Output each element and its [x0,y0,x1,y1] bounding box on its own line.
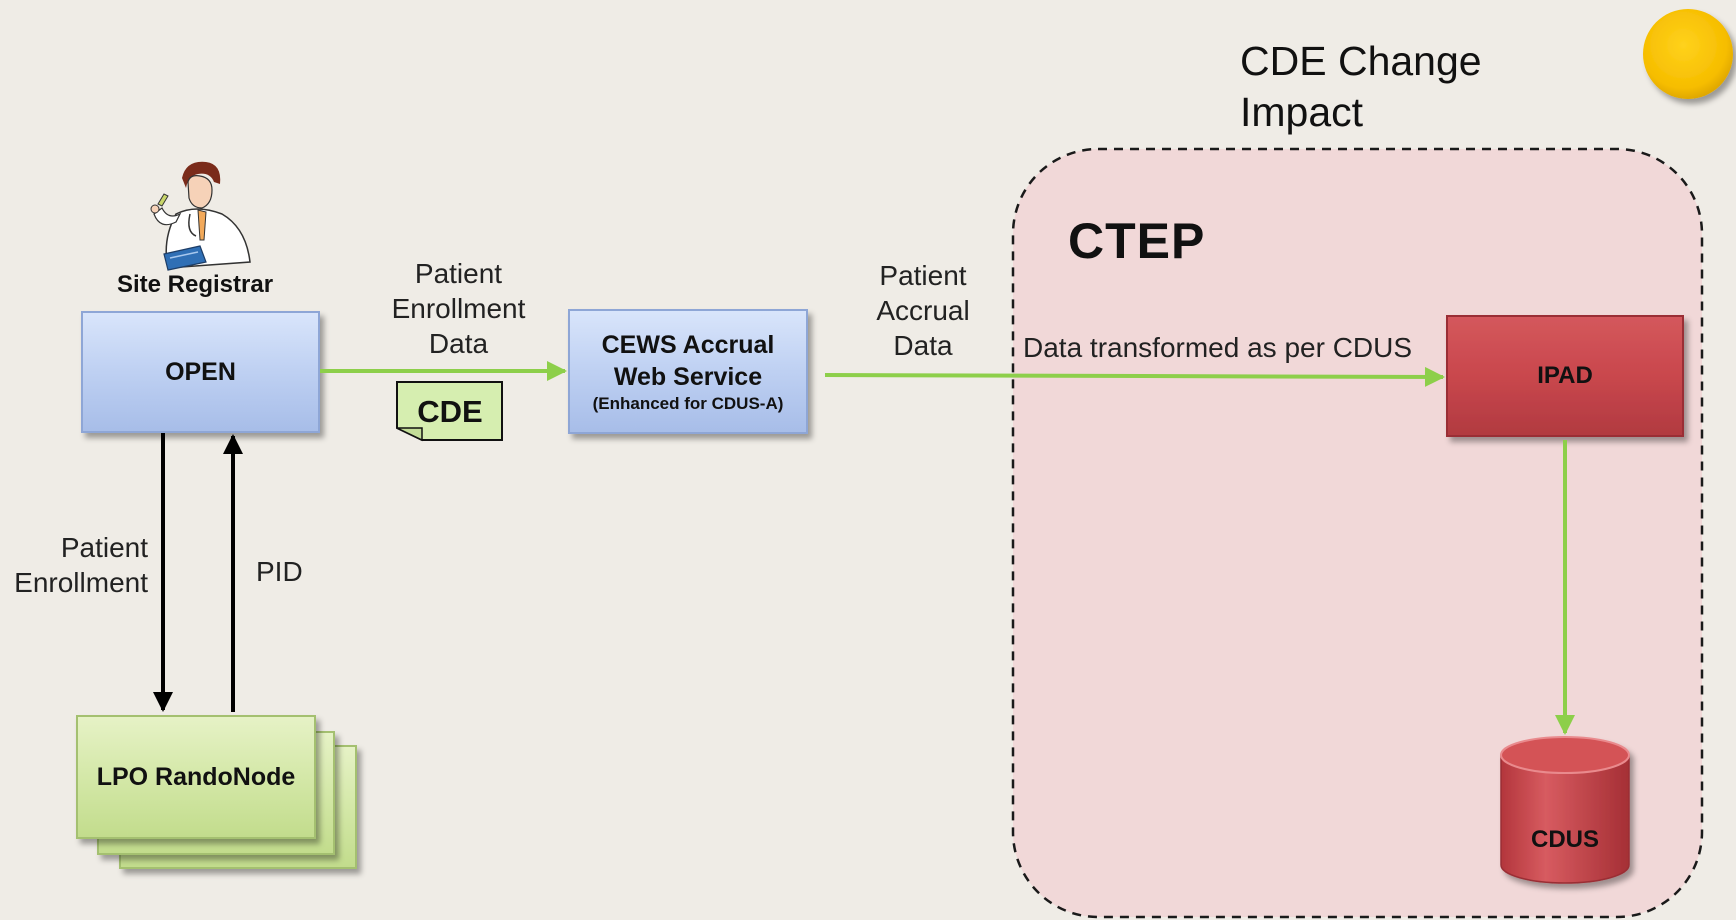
ipad-node-label: IPAD [1537,362,1593,389]
edge-label-line: Patient [879,260,967,291]
edge-label-line: Enrollment [391,293,526,324]
sun-icon [1643,9,1733,99]
edge-label-line: Patient [414,258,503,289]
ipad-node-box[interactable] [1446,315,1684,437]
page-title: CDE Change Impact [1240,36,1482,138]
edge-label-lpo-to-open: PID [256,556,303,587]
page-title-line1: CDE Change [1240,38,1482,84]
lpo-node-stack[interactable] [76,715,357,869]
arrow-cews-to-ipad [824,366,1445,387]
cews-label-line2: Web Service [613,363,763,391]
edge-label-line: Accrual [876,295,970,326]
edge-label-line: Patient [60,532,148,563]
cews-node-box[interactable] [568,309,808,434]
edge-label-cews-to-ipad: Patient Accrual Data [858,258,988,363]
cde-document-label: CDE [417,394,483,429]
open-node-label: OPEN [165,357,236,386]
cdus-database-icon[interactable] [1500,736,1630,884]
edge-label-line: Data [893,330,953,361]
edge-label-line: Enrollment [14,567,148,598]
doctor-icon [150,161,251,271]
cews-node-label: CEWS Accrual Web Service (Enhanced for C… [569,312,807,432]
lpo-node-label: LPO RandoNode [96,762,296,791]
cews-label-line1: CEWS Accrual [601,331,775,359]
open-node-box[interactable] [81,311,320,433]
page-title-line2: Impact [1240,89,1364,135]
edge-label-open-to-cews: Patient Enrollment Data [376,256,541,361]
cde-document-icon [396,381,503,442]
edge-label-line: Data [428,328,489,359]
cdus-node-label: CDUS [1530,826,1599,853]
transform-note: Data transformed as per CDUS [1023,332,1413,363]
edge-label-open-to-lpo: Patient Enrollment [8,530,148,600]
cews-label-line3: (Enhanced for CDUS-A) [592,394,784,413]
ctep-region-label: CTEP [1068,213,1206,269]
site-registrar-label: Site Registrar [116,271,274,298]
